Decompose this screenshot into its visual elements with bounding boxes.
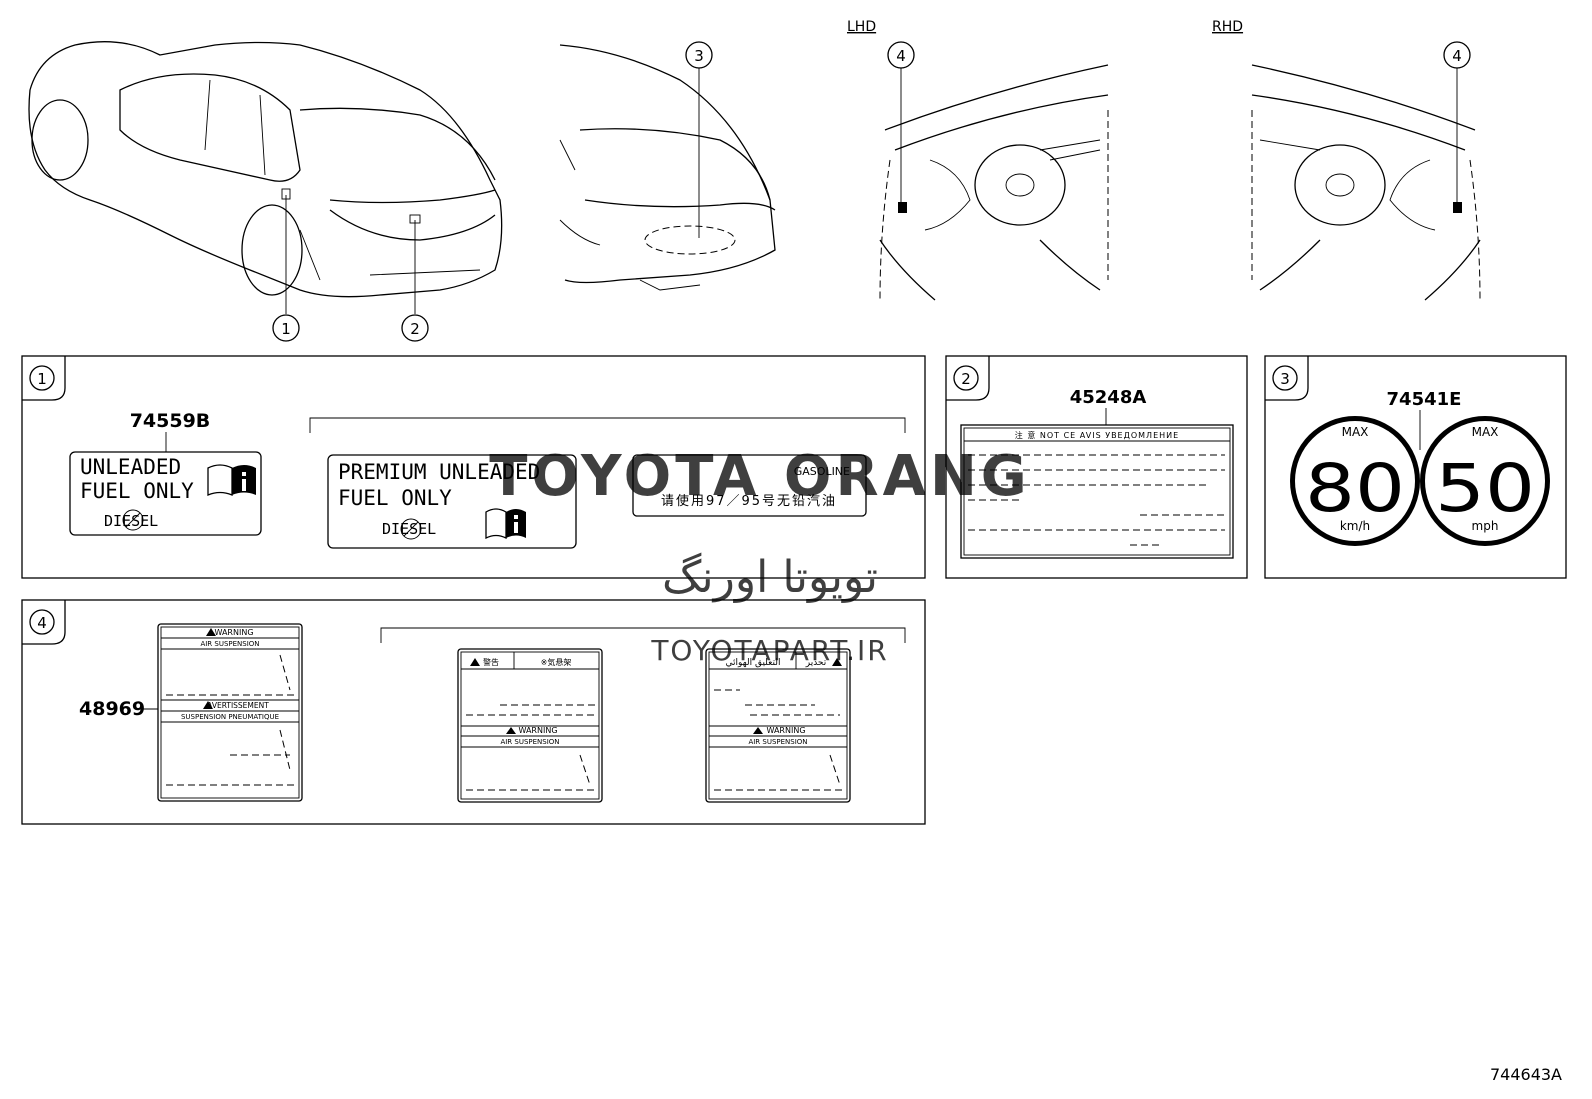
- callout-4-lhd: [887, 41, 915, 69]
- callout-4-rhd: [1443, 41, 1471, 69]
- lhd-interior-illustration: [879, 64, 1109, 301]
- part-number-45248a: 45248A: [1070, 387, 1147, 408]
- sign-right-max: MAX: [1472, 425, 1499, 439]
- panel-1: 1 74559B UNLEADED FUEL ONLY DIESEL PREMI…: [21, 355, 926, 579]
- lhd-label: LHD: [847, 19, 876, 35]
- part-number-74541e: 74541E: [1387, 389, 1462, 410]
- callout-1-car-text: 1: [281, 320, 291, 338]
- panel-4-callout: 4: [37, 614, 47, 632]
- sign-right-value: 50: [1435, 450, 1535, 527]
- callout-3-trunk-text: 3: [694, 47, 704, 65]
- sign-right-unit: mph: [1472, 519, 1499, 533]
- panel-3-callout: 3: [1280, 370, 1290, 388]
- panel-3: 3 74541E MAX 80 km/h MAX 50 mph: [1264, 355, 1567, 579]
- trunk-view-illustration: [559, 44, 776, 291]
- label-b-line1: PREMIUM UNLEADED: [338, 460, 540, 484]
- label-4b-top-left: 警告: [483, 657, 499, 667]
- manual-info-icon-b: [485, 508, 526, 540]
- sign-left-value: 80: [1305, 450, 1405, 527]
- callout-3-trunk: [685, 41, 713, 69]
- watermark-line1: TOYOTA ORANG: [489, 444, 1031, 509]
- panel-2: 2 45248A 注 意 NOT CE AVIS УВЕДОМЛЕНИЕ: [945, 355, 1248, 579]
- label-4c-line: AIR SUSPENSION: [748, 738, 807, 746]
- watermark: TOYOTA ORANG تویوتا اورنگ TOYOTAPART.IR: [489, 444, 1031, 667]
- label-b-line2: FUEL ONLY: [338, 486, 452, 510]
- rhd-label-location-marker: [1453, 202, 1462, 213]
- label-c-title: GASOLINE: [794, 465, 850, 478]
- label-4a-line1: AIR SUSPENSION: [200, 640, 259, 648]
- rhd-label: RHD: [1212, 19, 1243, 35]
- label-4c-top-left: التعليق الهوائي: [726, 658, 781, 668]
- label-4a-line2: SUSPENSION PNEUMATIQUE: [181, 713, 279, 721]
- label-4c-top-right: تحذير: [805, 658, 827, 668]
- manual-info-icon: [207, 464, 256, 496]
- label-4b-line: AIR SUSPENSION: [500, 738, 559, 746]
- label-c-text: 请使用97／95号无铅汽油: [661, 493, 837, 509]
- label-4b-warning: WARNING: [518, 726, 557, 735]
- label-4b-top-right: ※気悬架: [541, 657, 572, 667]
- part-number-74559b: 74559B: [130, 410, 211, 432]
- watermark-line2: تویوتا اورنگ: [662, 552, 878, 603]
- panel-2-callout: 2: [961, 370, 971, 388]
- label-a-line2: FUEL ONLY: [80, 479, 194, 503]
- label-a-line3: DIESEL: [104, 512, 158, 530]
- label-4c-warning: WARNING: [766, 726, 805, 735]
- label-a-line1: UNLEADED: [80, 455, 181, 479]
- lhd-label-location-marker: [898, 202, 907, 213]
- watermark-line3: TOYOTAPART.IR: [650, 634, 888, 667]
- callout-2-car-text: 2: [410, 320, 420, 338]
- car-rear-view-illustration: [28, 41, 503, 298]
- diagram-id: 744643A: [1490, 1065, 1562, 1084]
- callout-1-car: [272, 314, 300, 342]
- callout-4-rhd-text: 4: [1452, 47, 1462, 65]
- label-4a-warning-fr: AVERTISSEMENT: [207, 701, 269, 710]
- panel-4: 4 48969 WARNING AIR SUSPENSION AVERTISSE…: [21, 599, 926, 825]
- rhd-interior-illustration: [1251, 64, 1481, 301]
- sign-left-unit: km/h: [1340, 519, 1370, 533]
- label-2-header: 注 意 NOT CE AVIS УВЕДОМЛЕНИЕ: [1015, 430, 1179, 440]
- callout-4-lhd-text: 4: [896, 47, 906, 65]
- callout-2-car: [401, 314, 429, 342]
- label-b-line3: DIESEL: [382, 520, 436, 538]
- part-number-48969: 48969: [79, 698, 145, 720]
- label-4a-warning: WARNING: [214, 628, 253, 637]
- sign-left-max: MAX: [1342, 425, 1369, 439]
- panel-1-callout: 1: [37, 370, 47, 388]
